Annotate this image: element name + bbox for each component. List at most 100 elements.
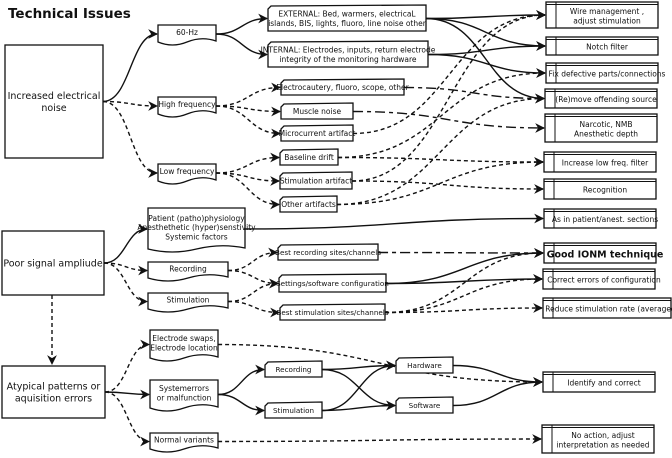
causes-node-hw: Hardware: [395, 356, 454, 374]
connector-arrow: [385, 248, 544, 285]
connector-arrow: [217, 343, 543, 387]
node-label: Systemerrors: [159, 384, 209, 393]
connector-arrow: [103, 224, 148, 264]
connector-arrow: [215, 82, 281, 107]
node-label: Microcurrent artifact: [279, 129, 356, 138]
connector-arrow: [425, 17, 545, 104]
connector-arrow: [215, 33, 268, 60]
node-box: [147, 207, 246, 253]
connector-arrow: [403, 86, 545, 104]
node-box: [543, 242, 657, 264]
connector-arrow: [384, 303, 543, 314]
connector-arrow: [104, 389, 150, 400]
connector-arrow: [215, 105, 281, 139]
node-box: [278, 273, 387, 293]
node-box: [277, 243, 379, 261]
node-label: INTERNAL: Electrodes, inputs, return ele…: [261, 45, 436, 54]
node-label: Settings/software configuration: [276, 279, 389, 288]
node-label: Other artifacts: [281, 200, 336, 209]
node-label: As in patient/anest. sections: [552, 215, 658, 224]
node-box: [395, 356, 454, 374]
connector-arrow: [227, 278, 279, 303]
connector-arrow: [104, 391, 150, 447]
actions-node-recog: Recognition: [543, 178, 657, 200]
connector-arrow: [337, 68, 546, 159]
node-label: Software: [409, 401, 441, 410]
node-box: [279, 195, 338, 213]
node-label: aquisition errors: [15, 393, 92, 404]
connector-arrow: [384, 248, 544, 314]
categories-node-eswap: Electrode swaps,Electrode location: [149, 329, 219, 362]
node-box: [1, 365, 106, 419]
node-box: [157, 163, 217, 185]
actions-node-reduce: Reduce stimulation rate (averaged): [542, 297, 672, 319]
causes-node-sw: Software: [395, 396, 454, 414]
node-label: Poor signal ampliude: [3, 258, 102, 269]
categories-node-lf: Low frequency: [157, 163, 217, 185]
node-box: [264, 401, 323, 419]
diagram-title: Technical Issues: [8, 6, 131, 22]
node-label: Anesthethetic (hyper)senstivity: [137, 223, 256, 232]
actions-node-good: Good IONM technique: [543, 242, 663, 264]
connector-arrow: [102, 100, 158, 178]
causes-node-bestrec: Best recording sites/channels: [275, 243, 381, 261]
node-label: or malfunction: [157, 393, 212, 402]
node-box: [280, 78, 405, 96]
node-box: [542, 371, 656, 393]
node-box: [279, 171, 353, 190]
connector-arrow: [244, 213, 544, 230]
connector-arrow: [336, 93, 545, 206]
node-label: Baseline drift: [284, 153, 334, 162]
connector-arrow: [217, 364, 265, 396]
actions-node-correct: Correct errors of configuration: [542, 268, 661, 290]
node-box: [264, 360, 323, 378]
causes-node-settings: Settings/software configuration: [276, 273, 389, 293]
node-box: [543, 208, 657, 229]
actions-node-wire: Wire management ,adjust stimulation: [545, 1, 659, 29]
categories-node-hf: High frequency: [157, 96, 217, 118]
connector-arrow: [321, 360, 396, 371]
connector-arrow: [427, 53, 546, 78]
actions-node-ident: Identify and correct: [542, 371, 656, 393]
node-box: [279, 303, 386, 321]
node-box: [149, 379, 219, 412]
connector-arrow: [337, 156, 544, 167]
node-box: [149, 432, 219, 453]
node-label: High frequency: [158, 100, 216, 109]
connector-arrow: [103, 262, 148, 276]
categories-node-stim: Stimulation: [147, 292, 229, 313]
node-label: Notch filter: [586, 43, 629, 52]
node-box: [545, 62, 659, 84]
node-label: integrity of the monitoring hardware: [279, 55, 416, 64]
node-label: adjust stimulation: [573, 16, 641, 25]
node-label: Increased electrical: [8, 91, 101, 102]
node-box: [543, 151, 657, 173]
node-box: [267, 40, 429, 68]
node-label: Recording: [276, 365, 312, 374]
connector-arrow: [384, 274, 543, 314]
connector-arrow: [217, 434, 542, 444]
node-label: Patient (patho)physiology: [148, 214, 245, 223]
node-label: Recognition: [583, 186, 627, 195]
causes-node-drift: Baseline drift: [279, 148, 339, 166]
roots-node-amp: Poor signal ampliude: [1, 230, 105, 296]
connector-arrow: [385, 274, 543, 285]
node-box: [1, 230, 105, 296]
node-label: Electrode swaps,: [152, 334, 215, 343]
node-box: [147, 261, 229, 282]
node-box: [147, 292, 229, 313]
node-label: islands, BIS, lights, fluoro, line noise…: [268, 19, 427, 28]
actions-node-notch: Notch filter: [545, 36, 659, 56]
connector-arrow: [427, 41, 546, 56]
connectors: [47, 10, 546, 447]
causes-node-rec2: Recording: [264, 360, 323, 378]
connector-arrow: [452, 364, 543, 387]
node-label: Atypical patterns or: [7, 381, 101, 392]
connector-arrow: [321, 360, 396, 412]
connector-arrow: [425, 17, 546, 51]
connector-arrow: [215, 13, 268, 35]
node-label: Best stimulation sites/channels: [276, 308, 388, 317]
